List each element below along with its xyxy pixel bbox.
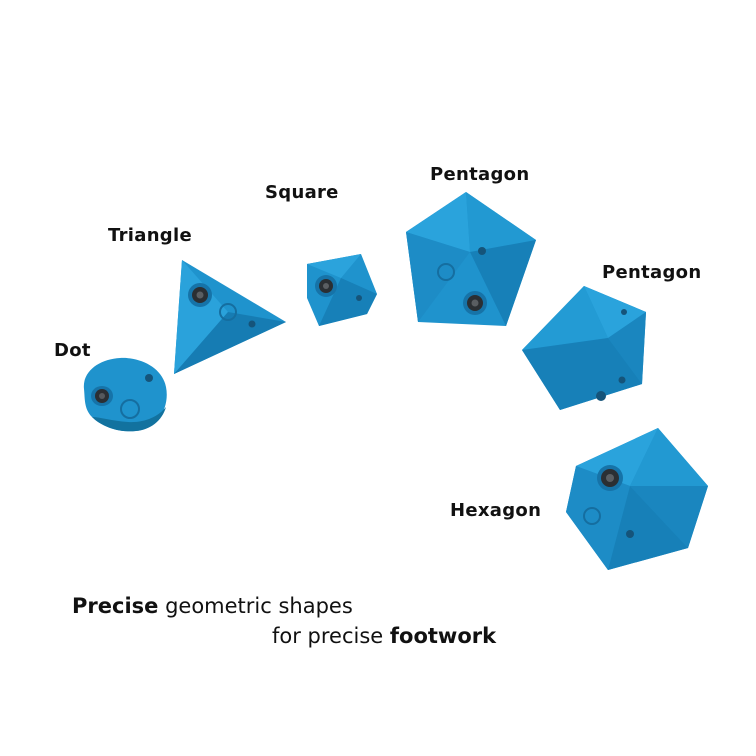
hold-label-square: Square: [265, 182, 339, 203]
tagline-line-1: Precise geometric shapes: [72, 594, 353, 618]
tagline-emphasis-footwork: footwork: [389, 624, 497, 648]
hold-label-hexagon: Hexagon: [450, 500, 542, 521]
triangle-hold-image: [168, 252, 292, 376]
tagline-text-geometric-shapes: geometric shapes: [165, 594, 353, 618]
pentagon-top-hold-image: [400, 190, 540, 330]
tagline-text-for-precise: for precise: [272, 624, 384, 648]
pentagon-right-hold-image: [520, 284, 652, 414]
hold-label-triangle: Triangle: [108, 225, 192, 246]
tagline-emphasis-precise: Precise: [72, 594, 159, 618]
hold-label-pentagon-right: Pentagon: [602, 262, 702, 283]
hexagon-hold-image: [564, 426, 712, 572]
hold-label-dot: Dot: [54, 340, 91, 361]
hold-label-pentagon-top: Pentagon: [430, 164, 530, 185]
tagline-line-2: for precise footwork: [272, 624, 496, 648]
dot-hold-image: [78, 355, 170, 433]
square-hold-image: [303, 250, 381, 330]
